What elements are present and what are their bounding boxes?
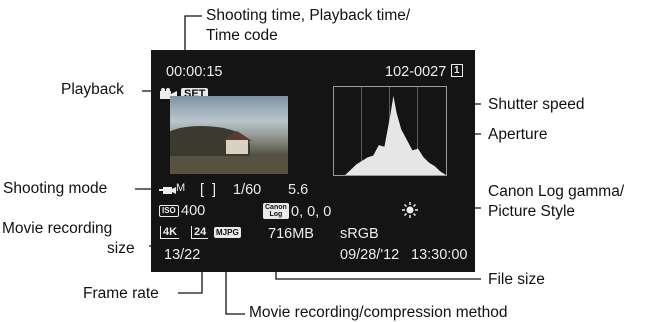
label-picture-style: Picture Style — [488, 203, 576, 220]
aperture-value: 5.6 — [288, 182, 309, 198]
label-movie-size-line2: size — [107, 240, 135, 257]
label-playback: Playback — [61, 81, 124, 98]
canon-log-badge: Canon Log — [263, 203, 289, 219]
shooting-clock: 13:30:00 — [411, 247, 468, 263]
mode-suffix: M — [176, 182, 186, 194]
iso-value: 400 — [181, 203, 206, 219]
af-frame-icon: [ ] — [200, 182, 219, 198]
label-shutter-speed: Shutter speed — [488, 96, 585, 113]
movie-mode-icon — [159, 187, 176, 194]
label-frame-rate: Frame rate — [83, 285, 159, 302]
frame-rate-icon: 24 — [191, 226, 209, 239]
label-shooting-time: Shooting time, Playback time/ — [206, 7, 411, 24]
picture-style-values: 0, 0, 0 — [291, 204, 332, 220]
canon-log-badge-top: Canon — [265, 204, 287, 211]
movie-size-icon: 4K — [160, 226, 180, 239]
label-time-code: Time code — [206, 27, 278, 44]
file-size-value: 716MB — [268, 226, 314, 242]
histogram-area — [334, 95, 446, 175]
movie-thumbnail — [170, 96, 288, 174]
shooting-date: 09/28/'12 — [340, 247, 400, 263]
label-file-size: File size — [488, 271, 545, 288]
folder-file-number: 102-0027 — [385, 64, 447, 80]
playback-time: 00:00:15 — [166, 64, 223, 80]
color-space-value: sRGB — [340, 226, 379, 242]
label-canon-log-gamma: Canon Log gamma/ — [488, 183, 625, 200]
compression-icon: MJPG — [214, 227, 241, 238]
shutter-speed-value: 1/60 — [233, 182, 262, 198]
card-number-icon: 1 — [451, 64, 463, 77]
label-aperture: Aperture — [488, 126, 548, 143]
label-compression-method: Movie recording/compression method — [249, 304, 508, 321]
white-balance-sun-icon — [402, 202, 418, 218]
canon-log-badge-bottom: Log — [269, 211, 283, 218]
camera-lcd-screen: 00:00:15 102-0027 1 SET M [ ] 1/60 5.6 I… — [151, 50, 475, 272]
label-shooting-mode: Shooting mode — [3, 180, 108, 197]
iso-icon: ISO — [159, 205, 179, 217]
movie-counter: 13/22 — [164, 247, 201, 263]
label-movie-recording-size: Movie recording — [2, 220, 113, 237]
brightness-histogram — [333, 86, 447, 176]
